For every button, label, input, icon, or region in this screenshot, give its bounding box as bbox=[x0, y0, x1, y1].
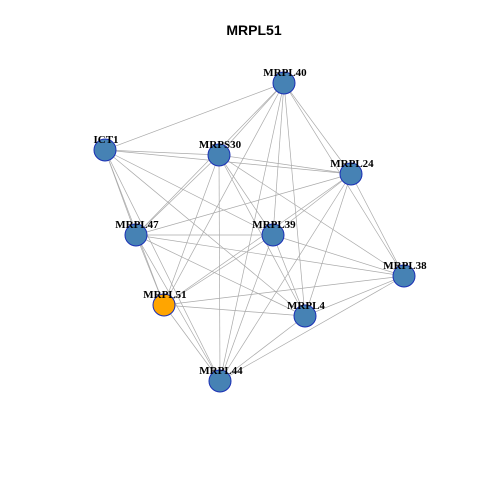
node-label-mrpl24: MRPL24 bbox=[330, 158, 374, 170]
edge-mrpl40-mrpl24 bbox=[283, 82, 352, 175]
node-mrpl4[interactable] bbox=[293, 304, 317, 328]
edge-mrpl47-mrpl4 bbox=[135, 234, 306, 317]
edge-mrpl24-mrpl51 bbox=[163, 173, 352, 306]
node-label-mrps30: MRPS30 bbox=[199, 139, 242, 151]
nodes-layer bbox=[93, 71, 416, 393]
node-label-mrpl44: MRPL44 bbox=[199, 365, 243, 377]
node-mrps30[interactable] bbox=[207, 143, 231, 167]
node-label-mrpl4: MRPL4 bbox=[287, 300, 325, 312]
node-label-ict1: ICT1 bbox=[93, 134, 118, 146]
edge-mrpl47-mrpl51 bbox=[135, 234, 165, 306]
node-mrpl40[interactable] bbox=[272, 71, 296, 95]
edge-mrpl4-mrpl44 bbox=[219, 315, 306, 382]
edge-mrpl24-mrpl47 bbox=[135, 173, 352, 236]
node-mrpl24[interactable] bbox=[339, 162, 363, 186]
edge-mrpl39-mrpl51 bbox=[163, 234, 274, 306]
edge-mrpl51-mrpl4 bbox=[163, 304, 306, 317]
node-mrpl44[interactable] bbox=[208, 369, 232, 393]
edges-layer bbox=[104, 82, 405, 382]
edge-mrpl38-mrpl51 bbox=[163, 275, 405, 306]
edge-mrpl40-mrpl39 bbox=[272, 82, 285, 236]
edge-mrpl47-mrpl44 bbox=[135, 234, 221, 382]
edge-mrpl40-mrpl4 bbox=[283, 82, 306, 317]
edge-mrpl51-mrpl44 bbox=[163, 304, 221, 382]
edge-mrpl38-mrpl4 bbox=[304, 275, 405, 317]
edge-mrps30-mrpl24 bbox=[218, 154, 352, 175]
node-label-mrpl47: MRPL47 bbox=[115, 219, 159, 231]
edge-mrpl39-mrpl4 bbox=[272, 234, 306, 317]
node-mrpl47[interactable] bbox=[124, 223, 148, 247]
edge-mrpl24-mrpl44 bbox=[219, 173, 352, 382]
edge-mrpl39-mrpl44 bbox=[219, 234, 274, 382]
edge-ict1-mrps30 bbox=[104, 149, 220, 156]
edge-mrpl39-mrpl38 bbox=[272, 234, 405, 277]
node-label-mrpl39: MRPL39 bbox=[252, 219, 296, 231]
edge-mrpl40-mrpl44 bbox=[219, 82, 285, 382]
node-label-mrpl38: MRPL38 bbox=[383, 260, 427, 272]
edge-mrps30-mrpl51 bbox=[163, 154, 220, 306]
edge-mrpl40-ict1 bbox=[104, 82, 285, 151]
edge-ict1-mrpl4 bbox=[104, 149, 306, 317]
edge-mrpl38-mrpl44 bbox=[219, 275, 405, 382]
edge-mrps30-mrpl39 bbox=[218, 154, 274, 236]
edge-mrpl40-mrps30 bbox=[218, 82, 285, 156]
edge-mrps30-mrpl44 bbox=[218, 154, 221, 382]
edge-mrpl24-mrpl39 bbox=[272, 173, 352, 236]
edge-mrpl24-mrpl38 bbox=[350, 173, 405, 277]
edge-mrpl24-mrpl4 bbox=[304, 173, 352, 317]
edge-ict1-mrpl44 bbox=[104, 149, 221, 382]
edge-mrpl47-mrpl38 bbox=[135, 234, 405, 277]
node-mrpl38[interactable] bbox=[392, 264, 416, 288]
edge-mrps30-mrpl38 bbox=[218, 154, 405, 277]
edge-mrpl40-mrpl51 bbox=[163, 82, 285, 306]
edge-ict1-mrpl39 bbox=[104, 149, 274, 236]
node-label-mrpl51: MRPL51 bbox=[143, 289, 186, 301]
edge-mrps30-mrpl47 bbox=[135, 154, 220, 236]
node-mrpl39[interactable] bbox=[261, 223, 285, 247]
node-ict1[interactable] bbox=[93, 138, 117, 162]
node-label-mrpl40: MRPL40 bbox=[263, 67, 307, 79]
diagram-title: MRPL51 bbox=[226, 22, 281, 38]
node-mrpl51[interactable] bbox=[152, 293, 176, 317]
